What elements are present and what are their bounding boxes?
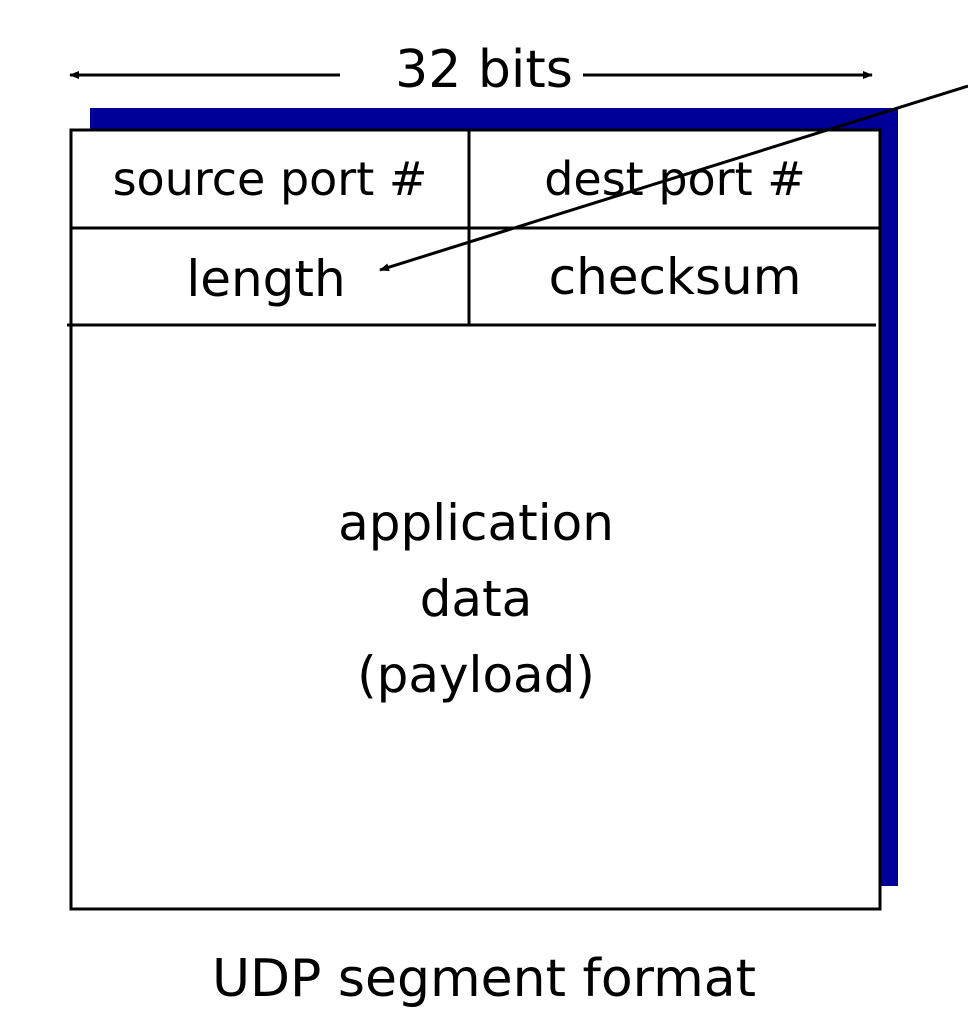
diagram-caption: UDP segment format [211,949,757,1009]
checksum-label: checksum [548,247,802,306]
segment-box [69,128,882,911]
source-port-label: source port # [112,152,428,206]
dest-port-field: dest port # [471,131,879,227]
payload-line-3: (payload) [357,646,595,704]
source-port-field: source port # [72,131,468,227]
width-label-text: 32 bits [385,44,583,96]
length-pointer-arrow [379,84,968,272]
payload-field: application data (payload) [72,485,880,713]
dest-port-label: dest port # [544,152,806,206]
payload-line-1: application [338,494,614,552]
width-label: 32 bits [0,44,968,96]
checksum-field: checksum [471,229,879,324]
payload-line-2: data [419,570,533,628]
length-field: length [72,229,468,326]
length-label: length [186,249,346,308]
